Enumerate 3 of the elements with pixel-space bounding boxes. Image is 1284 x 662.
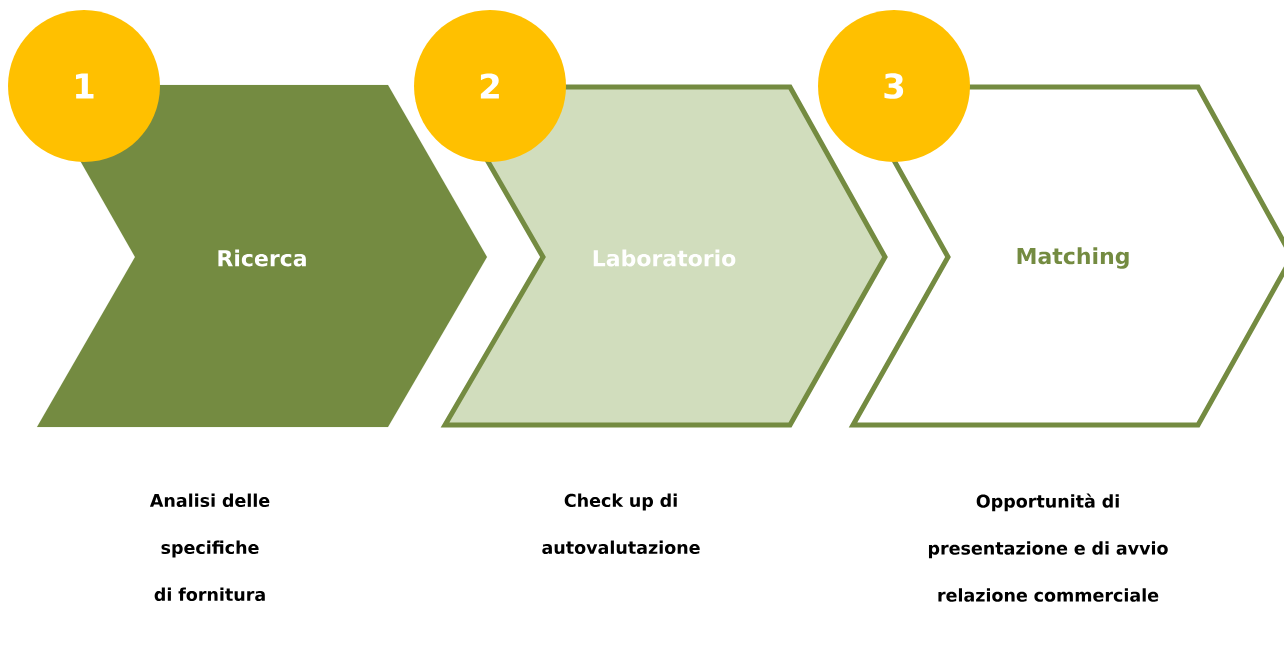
step-description: Check up di autovalutazione	[542, 493, 700, 555]
step-description: Opportunità di presentazione e di avvio relazione commerciale	[929, 493, 1168, 602]
step-description: Analisi delle specifiche di fornitura	[149, 493, 270, 602]
